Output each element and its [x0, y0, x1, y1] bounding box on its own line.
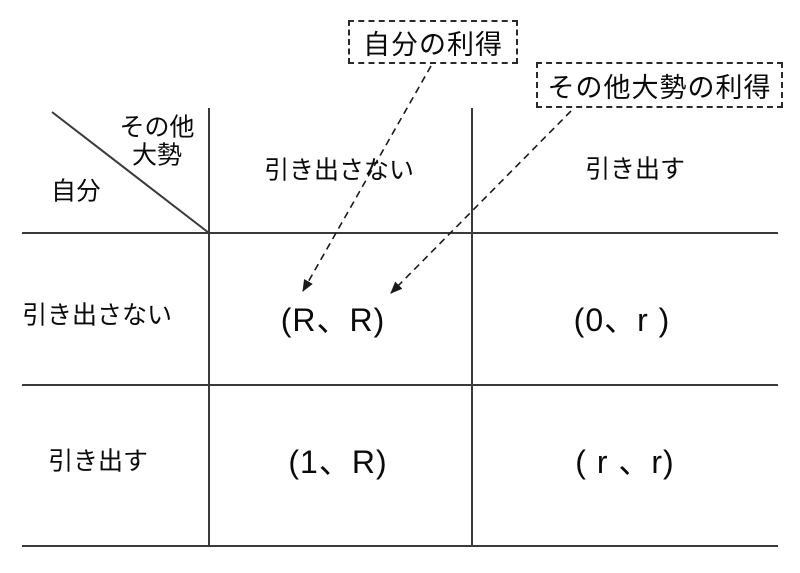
callout-others-payoff-label: その他大勢の利得	[547, 72, 772, 103]
payoff-cell-r2c2: ( r 、r)	[575, 444, 675, 480]
payoff-cell-r1c2: (0、r )	[573, 302, 671, 338]
corner-label-others-line1: その他	[119, 113, 195, 142]
dashed-arrow-others-payoff	[390, 110, 572, 294]
callout-own-payoff-label: 自分の利得	[363, 29, 503, 60]
row-header-dont-withdraw: 引き出さない	[21, 301, 173, 330]
callout-others-payoff: その他大勢の利得	[536, 62, 783, 108]
column-header-dont-withdraw: 引き出さない	[263, 156, 415, 185]
corner-label-others-line2: 大勢	[131, 141, 183, 170]
corner-diagonal-line	[51, 111, 210, 234]
corner-label-self: 自分	[50, 177, 102, 206]
payoff-cell-r2c1: (1、R)	[288, 444, 388, 480]
payoff-cell-r1c1: (R、R)	[280, 302, 386, 338]
callout-own-payoff: 自分の利得	[348, 20, 518, 64]
column-header-withdraw: 引き出す	[584, 155, 686, 184]
row-header-withdraw: 引き出す	[47, 447, 149, 476]
